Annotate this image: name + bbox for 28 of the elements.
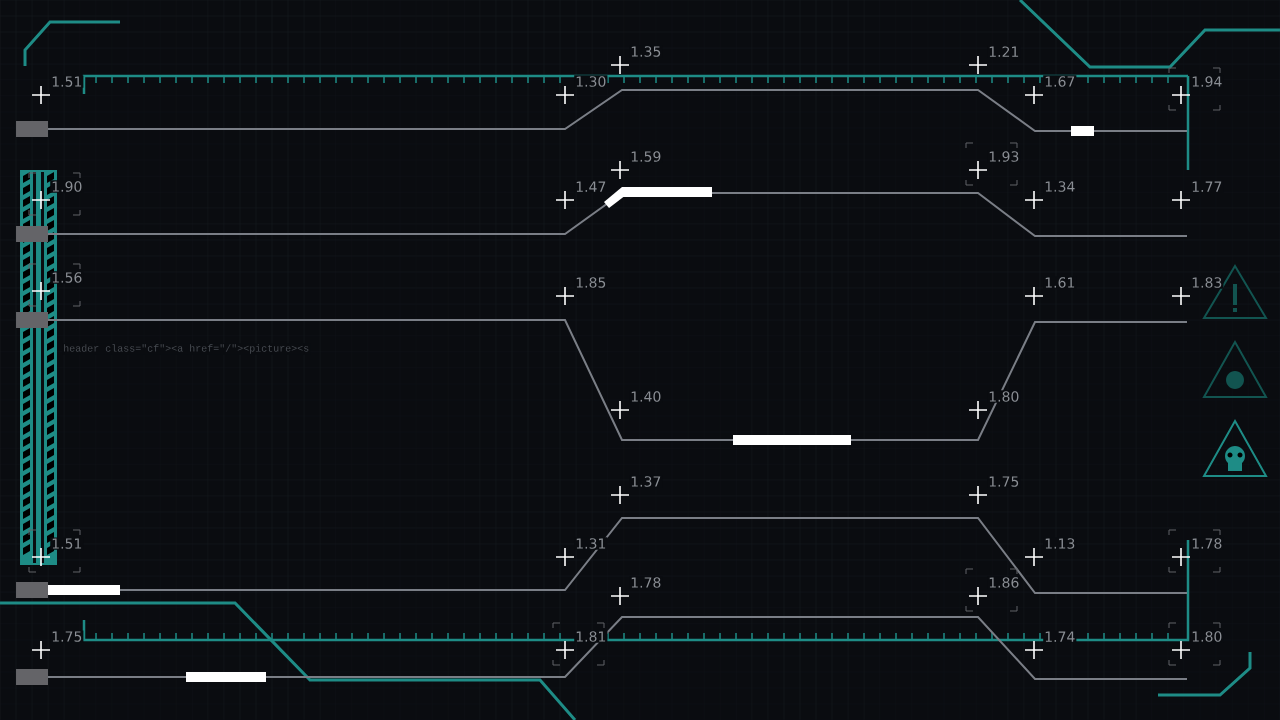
value-label: 1.35: [629, 45, 663, 58]
value-label: 1.78: [1190, 537, 1224, 550]
value-label: 1.30: [574, 75, 608, 88]
value-label: 1.90: [50, 180, 84, 193]
value-label: 1.67: [1043, 75, 1077, 88]
value-label: 1.31: [574, 537, 608, 550]
value-label: 1.51: [50, 537, 84, 550]
value-label: 1.75: [50, 630, 84, 643]
value-label: 1.93: [987, 150, 1021, 163]
value-label: 1.59: [629, 150, 663, 163]
value-label: 1.94: [1190, 75, 1224, 88]
value-label: 1.83: [1190, 276, 1224, 289]
value-label: 1.40: [629, 390, 663, 403]
value-label: 1.21: [987, 45, 1021, 58]
value-label: 1.78: [629, 576, 663, 589]
value-label: 1.37: [629, 475, 663, 488]
value-label: 1.81: [574, 630, 608, 643]
value-label: 1.13: [1043, 537, 1077, 550]
value-label: 1.51: [50, 75, 84, 88]
value-label: 1.80: [987, 390, 1021, 403]
value-label: 1.75: [987, 475, 1021, 488]
code-text: header class="cf"><a href="/"><picture><s: [62, 343, 311, 355]
value-label: 1.85: [574, 276, 608, 289]
value-label: 1.34: [1043, 180, 1077, 193]
value-label: 1.56: [50, 271, 84, 284]
value-label: 1.80: [1190, 630, 1224, 643]
value-label: 1.86: [987, 576, 1021, 589]
value-label: 1.61: [1043, 276, 1077, 289]
